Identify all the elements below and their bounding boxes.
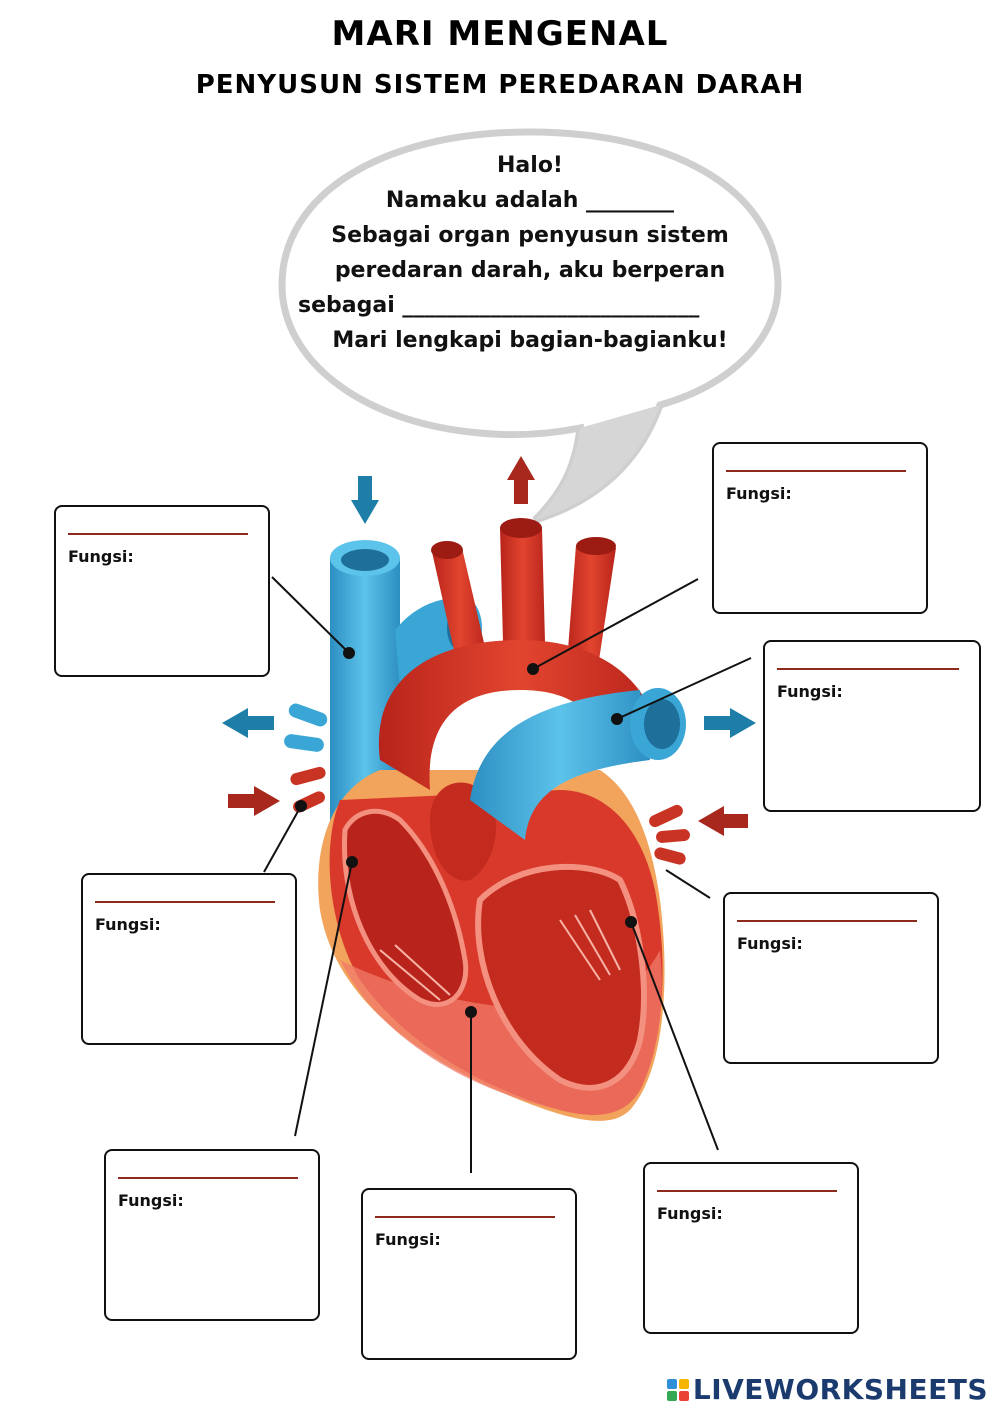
heart-body [318, 770, 664, 1121]
answer-line[interactable] [657, 1190, 837, 1192]
function-label: Fungsi: [68, 547, 134, 566]
function-label: Fungsi: [118, 1191, 184, 1210]
label-box-left-ventricle[interactable]: Fungsi: [643, 1162, 859, 1334]
answer-line[interactable] [737, 920, 917, 922]
arrow-up-icon [507, 456, 535, 504]
brand-watermark: LIVEWORKSHEETS [667, 1373, 988, 1406]
label-box-right-ventricle[interactable]: Fungsi: [361, 1188, 577, 1360]
answer-line[interactable] [118, 1177, 298, 1179]
arrow-down-icon [351, 476, 379, 524]
function-label: Fungsi: [375, 1230, 441, 1249]
arrow-left-icon [698, 806, 748, 836]
function-label: Fungsi: [737, 934, 803, 953]
label-box-right-atrium[interactable]: Fungsi: [104, 1149, 320, 1321]
label-box-superior-vena-cava[interactable]: Fungsi: [54, 505, 270, 677]
arrow-right-icon [704, 708, 756, 738]
function-label: Fungsi: [777, 682, 843, 701]
function-label: Fungsi: [657, 1204, 723, 1223]
answer-line[interactable] [777, 668, 959, 670]
label-box-pulmonary-vein[interactable]: Fungsi: [81, 873, 297, 1045]
label-box-pulmonary-artery[interactable]: Fungsi: [763, 640, 981, 812]
brand-name: LIVEWORKSHEETS [693, 1373, 988, 1406]
answer-line[interactable] [726, 470, 906, 472]
function-label: Fungsi: [726, 484, 792, 503]
label-box-pulmonary-vein-right[interactable]: Fungsi: [723, 892, 939, 1064]
label-box-aorta[interactable]: Fungsi: [712, 442, 928, 614]
pulmonary-veins-left [283, 702, 329, 815]
brand-logo-icon [667, 1379, 689, 1401]
function-label: Fungsi: [95, 915, 161, 934]
arrow-right-icon [228, 786, 280, 816]
arrow-left-icon [222, 708, 274, 738]
answer-line[interactable] [68, 533, 248, 535]
answer-line[interactable] [375, 1216, 555, 1218]
answer-line[interactable] [95, 901, 275, 903]
pulmonary-veins-right [647, 803, 690, 866]
